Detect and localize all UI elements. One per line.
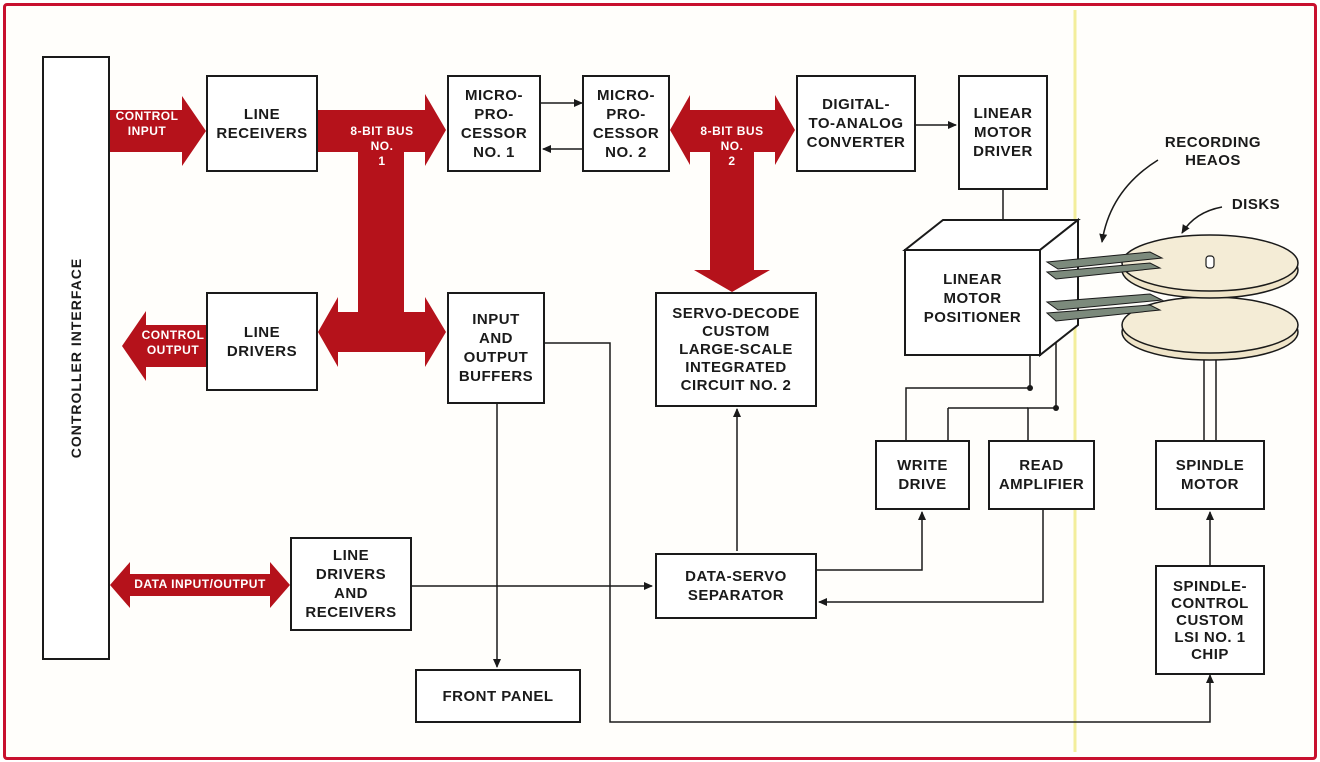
io-buffers-block: INPUT AND OUTPUT BUFFERS — [447, 292, 545, 404]
data-io-arrow — [110, 562, 290, 608]
read-head-wire — [1027, 300, 1057, 440]
controller-interface-panel — [42, 56, 110, 660]
spindle-control-block: SPINDLE- CONTROL CUSTOM LSI NO. 1 CHIP — [1155, 565, 1265, 675]
control-output-arrow — [122, 311, 206, 381]
recording-heads-leader — [1099, 159, 1159, 243]
microprocessor-2-block: MICRO- PRO- CESSOR NO. 2 — [582, 75, 670, 172]
data-io-label: DATA INPUT/OUTPUT — [134, 577, 266, 591]
front-panel-block: FRONT PANEL — [415, 669, 581, 723]
disks-label: DISKS — [1231, 196, 1281, 213]
microprocessor-1-block: MICRO- PRO- CESSOR NO. 1 — [447, 75, 541, 172]
recording-heads-label: RECORDING HEAOS — [1164, 134, 1262, 169]
head-arm-4 — [1045, 304, 1162, 322]
control-input-arrow — [110, 96, 206, 166]
spindle-motor-block: SPINDLE MOTOR — [1155, 440, 1265, 510]
data-servo-separator-block: DATA-SERVO SEPARATOR — [655, 553, 817, 619]
line-drivers-block: LINE DRIVERS — [206, 292, 318, 391]
line-receivers-block: LINE RECEIVERS — [206, 75, 318, 172]
bus-2-arrow — [670, 95, 795, 292]
write-drive-block: WRITE DRIVE — [875, 440, 970, 510]
dac-block: DIGITAL- TO-ANALOG CONVERTER — [796, 75, 916, 172]
positioner-front-face — [904, 249, 1041, 356]
spindle-hub — [1205, 255, 1215, 269]
disks-leader — [1181, 206, 1223, 234]
line-drivers-receivers-block: LINE DRIVERS AND RECEIVERS — [290, 537, 412, 631]
read-to-separator-line — [818, 509, 1044, 606]
head-arm-2 — [1045, 262, 1162, 280]
head-arm-1 — [1045, 251, 1164, 270]
junction-dot — [1027, 385, 1033, 391]
control-output-label: CONTROL OUTPUT — [141, 328, 205, 357]
bus-1-arrow — [318, 94, 446, 367]
head-arm-3 — [1045, 293, 1164, 311]
bus-1-label: 8-BIT BUS NO. 1 — [350, 124, 414, 168]
separator-to-write-line — [817, 511, 926, 571]
read-amplifier-block: READ AMPLIFIER — [988, 440, 1095, 510]
linear-motor-driver-block: LINEAR MOTOR DRIVER — [958, 75, 1048, 190]
control-input-label: CONTROL INPUT — [115, 109, 179, 138]
write-head-wire — [905, 330, 1031, 440]
buffers-to-spindle-line — [545, 342, 1214, 723]
junction-dot-2 — [1053, 405, 1059, 411]
servo-decode-block: SERVO-DECODE CUSTOM LARGE-SCALE INTEGRAT… — [655, 292, 817, 407]
linear-motor-positioner-label: LINEAR MOTOR POSITIONER — [923, 271, 1022, 326]
bus-2-label: 8-BIT BUS NO. 2 — [700, 124, 764, 168]
